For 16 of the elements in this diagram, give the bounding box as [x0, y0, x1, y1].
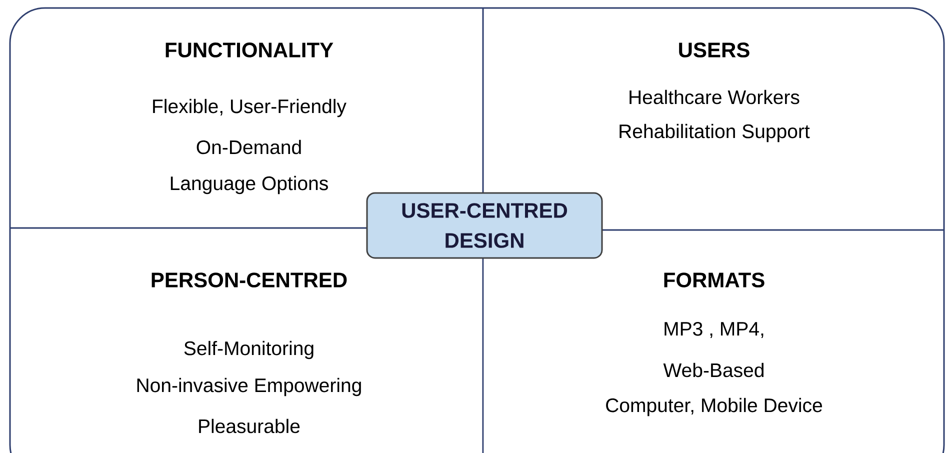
quadrant-item: Healthcare Workers [630, 90, 800, 104]
quadrant-heading: FORMATS [664, 272, 764, 288]
quadrant-item: Computer, Mobile Device [606, 398, 822, 416]
quadrant-item: Web-Based [663, 362, 764, 378]
quadrant-item: Language Options [170, 176, 328, 194]
quadrant-item: Self-Monitoring [184, 340, 314, 360]
quadrant-item: MP3 , MP4, [664, 322, 764, 338]
center-box: USER-CENTRED DESIGN [366, 192, 603, 259]
quadrant-heading: USERS [679, 42, 750, 58]
quadrant-heading: PERSON-CENTRED [152, 272, 347, 288]
quadrant-heading: FUNCTIONALITY [166, 42, 334, 58]
quadrant-item: On-Demand [196, 140, 301, 154]
quadrant-item: Pleasurable [199, 418, 300, 434]
quadrant-item: Rehabilitation Support [620, 124, 810, 142]
quadrant-item: Non-invasive Empowering [137, 378, 361, 396]
quadrant-item: Flexible, User-Friendly [153, 98, 346, 118]
